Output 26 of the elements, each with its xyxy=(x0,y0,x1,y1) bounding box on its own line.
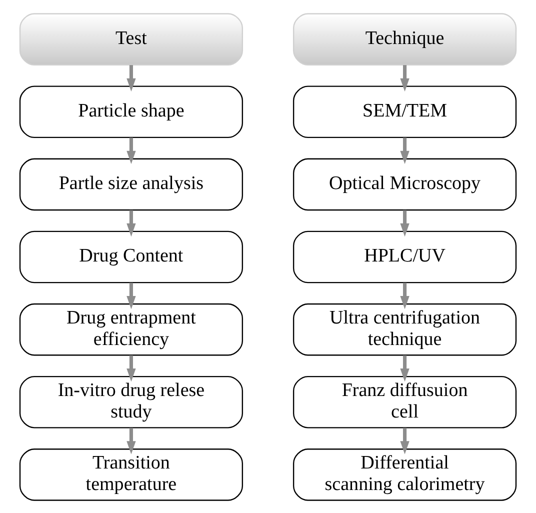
node-box: Technique xyxy=(292,12,517,65)
node-box: Transition temperature xyxy=(19,448,244,500)
node-box: In-vitro drug relese study xyxy=(19,375,244,428)
arrow xyxy=(400,210,410,236)
arrow xyxy=(400,137,410,164)
arrow xyxy=(126,210,136,236)
arrow xyxy=(400,427,410,454)
node-box: Drug Content xyxy=(19,230,244,283)
node-box: Differential scanning calorimetry xyxy=(292,448,517,500)
node-box: Particle shape xyxy=(19,85,244,138)
arrow xyxy=(400,64,410,91)
arrow xyxy=(126,427,136,454)
node-box: Optical Microscopy xyxy=(292,158,517,210)
node-box: Franz diffusuion cell xyxy=(292,375,517,428)
node-box: Test xyxy=(19,12,244,65)
arrow xyxy=(126,282,136,309)
node-box: HPLC/UV xyxy=(292,230,517,283)
node-box: SEM/TEM xyxy=(292,85,517,138)
node-box: Partle size analysis xyxy=(19,158,244,210)
arrow xyxy=(126,354,136,382)
arrow xyxy=(126,64,136,91)
arrow xyxy=(400,354,410,382)
node-box: Ultra centrifugation technique xyxy=(292,302,517,356)
arrow xyxy=(400,282,410,309)
arrow xyxy=(126,137,136,164)
node-box: Drug entrapment efficiency xyxy=(19,302,244,356)
